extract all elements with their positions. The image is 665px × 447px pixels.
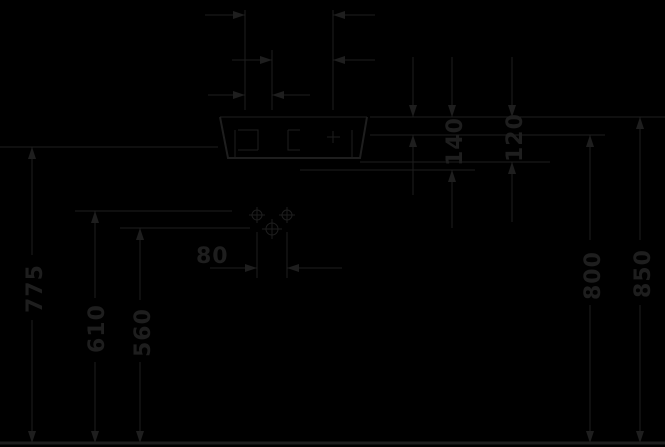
middle-width-dimension xyxy=(232,50,375,110)
waste-spacing-label: 80 xyxy=(196,244,229,269)
inner-width-dimension xyxy=(208,91,310,99)
back-depth-dimension xyxy=(508,57,516,222)
inner-rim-height-dimension xyxy=(586,135,594,443)
waste-connection-symbols xyxy=(249,207,295,239)
trap-center-height-label: 560 xyxy=(131,308,156,357)
front-depth-dimension xyxy=(409,57,456,228)
outer-rim-height-dimension xyxy=(636,117,644,443)
back-depth-label: 120 xyxy=(503,113,528,162)
basin-outline xyxy=(219,116,368,159)
waste-center-height-dimension xyxy=(75,210,232,443)
waste-center-height-label: 610 xyxy=(85,304,110,353)
basin-top-height-label: 775 xyxy=(23,264,48,313)
front-depth-label: 140 xyxy=(443,117,468,166)
outer-rim-height-label: 850 xyxy=(631,249,656,298)
basin-top-height-dimension xyxy=(28,147,36,443)
trap-center-height-dimension xyxy=(120,227,250,443)
inner-rim-height-label: 800 xyxy=(581,251,606,300)
waste-spacing-dimension xyxy=(210,232,342,278)
